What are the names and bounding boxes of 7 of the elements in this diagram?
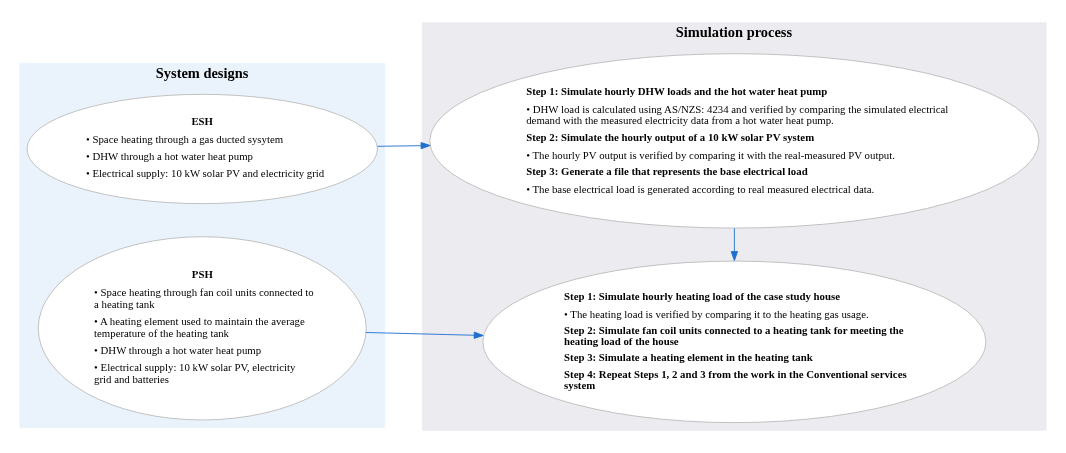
arrow — [377, 142, 431, 150]
node-ellipse: ESH • Space heating through a gas ducted sysytem • DHW through a hot water heat pump • Electrical supply: 10 kW solar PV and electricity grid — [26, 93, 378, 205]
node-ellipse: PSH • Space heating through fan coil units connected to a heating tank • A heating element used to maintain the average temperature of the heating tank • DHW through a hot water heat pump • Electrical supply: 10 kW solar PV, electricity grid and batteries — [37, 236, 367, 421]
node-ellipse: Step 1: Simulate hourly heating load of the case study house • The heating load is verified by comparing it to the heating gas usage. Step 2: Simulate fan coil units connected to a heating tank for meeting the heating load of the house Step 3: Simulate a heating element in the heating tank Step 4: Repeat Steps 1, 2 and 3 from the work in the Conventional services system — [482, 260, 987, 424]
arrow — [730, 227, 738, 262]
arrow — [365, 331, 484, 339]
node-ellipse: Step 1: Simulate hourly DHW loads and the hot water heat pump • DHW load is calculated using AS/NZS: 4234 and verified by comparing the simulated electrical demand with the measured electricity data from a hot water heat pump. Step 2: Simulate the hourly output of a 10 kW solar PV system • The hourly PV output is verified by comparing it with the real-measured PV output. Step 3: Generate a file that represents the base electrical load • The base electrical load is generated according to real measured electrical data. — [429, 53, 1040, 229]
